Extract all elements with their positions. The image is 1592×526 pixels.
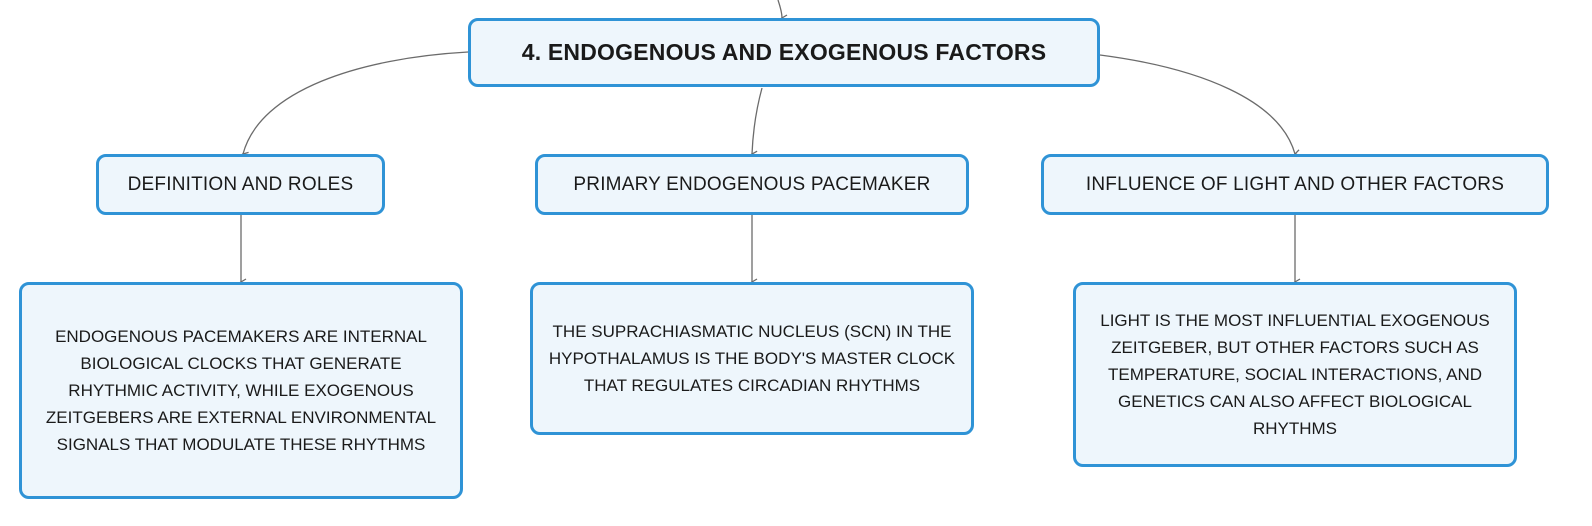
branch-node-definition-and-roles[interactable]: DEFINITION AND ROLES <box>96 154 385 215</box>
detail-node-influence-of-light[interactable]: LIGHT IS THE MOST INFLUENTIAL EXOGENOUS … <box>1073 282 1517 467</box>
connector-root-to-branch-2 <box>750 87 763 158</box>
connector-root-to-branch-1 <box>241 51 469 159</box>
detail-node-primary-endogenous-pacemaker[interactable]: THE SUPRACHIASMATIC NUCLEUS (SCN) IN THE… <box>530 282 974 435</box>
connector-root-to-branch-3 <box>1099 54 1301 157</box>
connector-parent-to-root <box>777 0 788 22</box>
root-topic-node[interactable]: 4. ENDOGENOUS AND EXOGENOUS FACTORS <box>468 18 1100 87</box>
detail-text: ENDOGENOUS PACEMAKERS ARE INTERNAL BIOLO… <box>45 327 437 454</box>
detail-node-definition-and-roles[interactable]: ENDOGENOUS PACEMAKERS ARE INTERNAL BIOLO… <box>19 282 463 499</box>
branch-label: DEFINITION AND ROLES <box>127 173 354 195</box>
branch-node-influence-of-light[interactable]: INFLUENCE OF LIGHT AND OTHER FACTORS <box>1041 154 1549 215</box>
branch-node-primary-endogenous-pacemaker[interactable]: PRIMARY ENDOGENOUS PACEMAKER <box>535 154 969 215</box>
detail-text: THE SUPRACHIASMATIC NUCLEUS (SCN) IN THE… <box>548 322 956 395</box>
root-topic-label: 4. ENDOGENOUS AND EXOGENOUS FACTORS <box>521 39 1047 65</box>
detail-text: LIGHT IS THE MOST INFLUENTIAL EXOGENOUS … <box>1100 311 1490 438</box>
branch-label: INFLUENCE OF LIGHT AND OTHER FACTORS <box>1085 173 1505 195</box>
branch-label: PRIMARY ENDOGENOUS PACEMAKER <box>573 173 931 195</box>
